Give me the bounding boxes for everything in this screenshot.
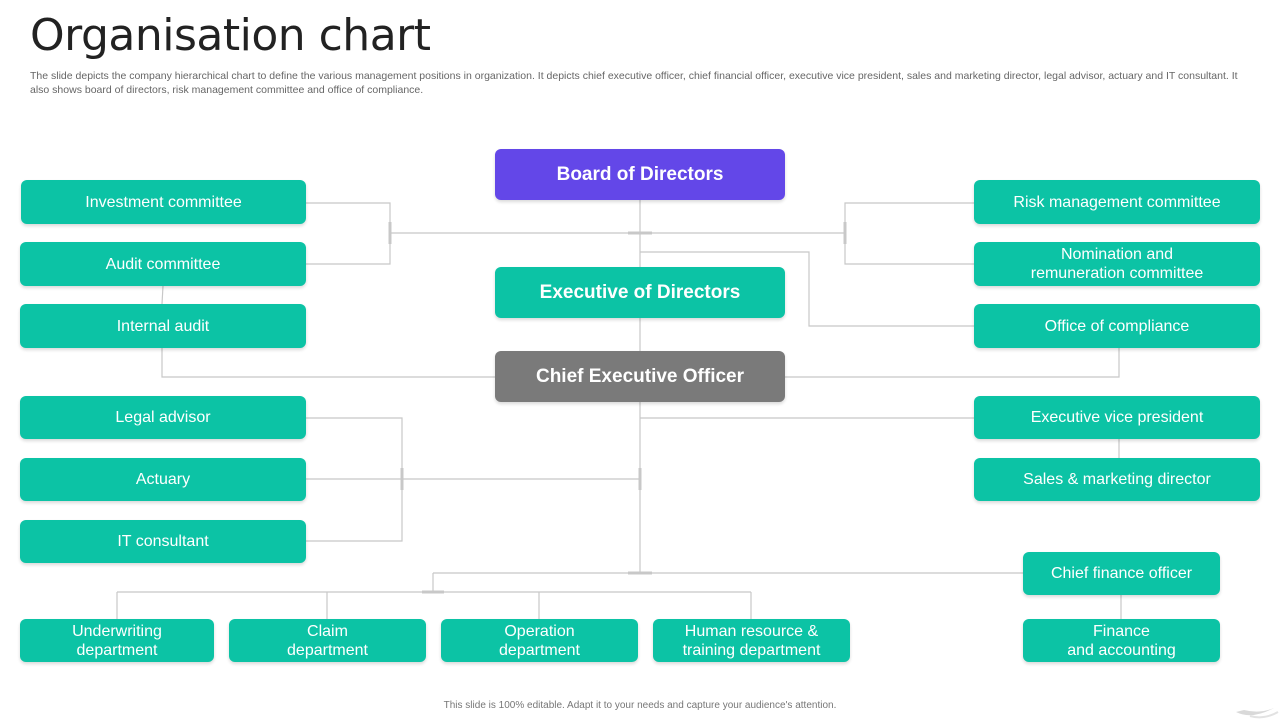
corner-decoration-icon	[1236, 708, 1279, 719]
legal-advisor-box[interactable]: Legal advisor	[20, 396, 306, 439]
footer-note: This slide is 100% editable. Adapt it to…	[443, 700, 837, 711]
investment-committee-box[interactable]: Investment committee	[21, 180, 306, 224]
chief-executive-officer-box[interactable]: Chief Executive Officer	[495, 351, 785, 402]
executive-vice-president-box[interactable]: Executive vice president	[974, 396, 1260, 439]
finance-and-accounting-box[interactable]: Finance and accounting	[1023, 619, 1220, 662]
internal-audit-box[interactable]: Internal audit	[20, 304, 306, 348]
it-consultant-box[interactable]: IT consultant	[20, 520, 306, 563]
board-of-directors-box[interactable]: Board of Directors	[495, 149, 785, 200]
risk-management-committee-box[interactable]: Risk management committee	[974, 180, 1260, 224]
executive-of-directors-box[interactable]: Executive of Directors	[495, 267, 785, 318]
office-of-compliance-box[interactable]: Office of compliance	[974, 304, 1260, 348]
operation-department-box[interactable]: Operation department	[441, 619, 638, 662]
hr-training-department-box[interactable]: Human resource & training department	[653, 619, 850, 662]
actuary-box[interactable]: Actuary	[20, 458, 306, 501]
audit-committee-box[interactable]: Audit committee	[20, 242, 306, 286]
page-description: The slide depicts the company hierarchic…	[30, 70, 1238, 96]
nomination-remuneration-committee-box[interactable]: Nomination and remuneration committee	[974, 242, 1260, 286]
claim-department-box[interactable]: Claim department	[229, 619, 426, 662]
page-title: Organisation chart	[30, 10, 431, 61]
underwriting-department-box[interactable]: Underwriting department	[20, 619, 214, 662]
sales-marketing-director-box[interactable]: Sales & marketing director	[974, 458, 1260, 501]
chief-finance-officer-box[interactable]: Chief finance officer	[1023, 552, 1220, 595]
